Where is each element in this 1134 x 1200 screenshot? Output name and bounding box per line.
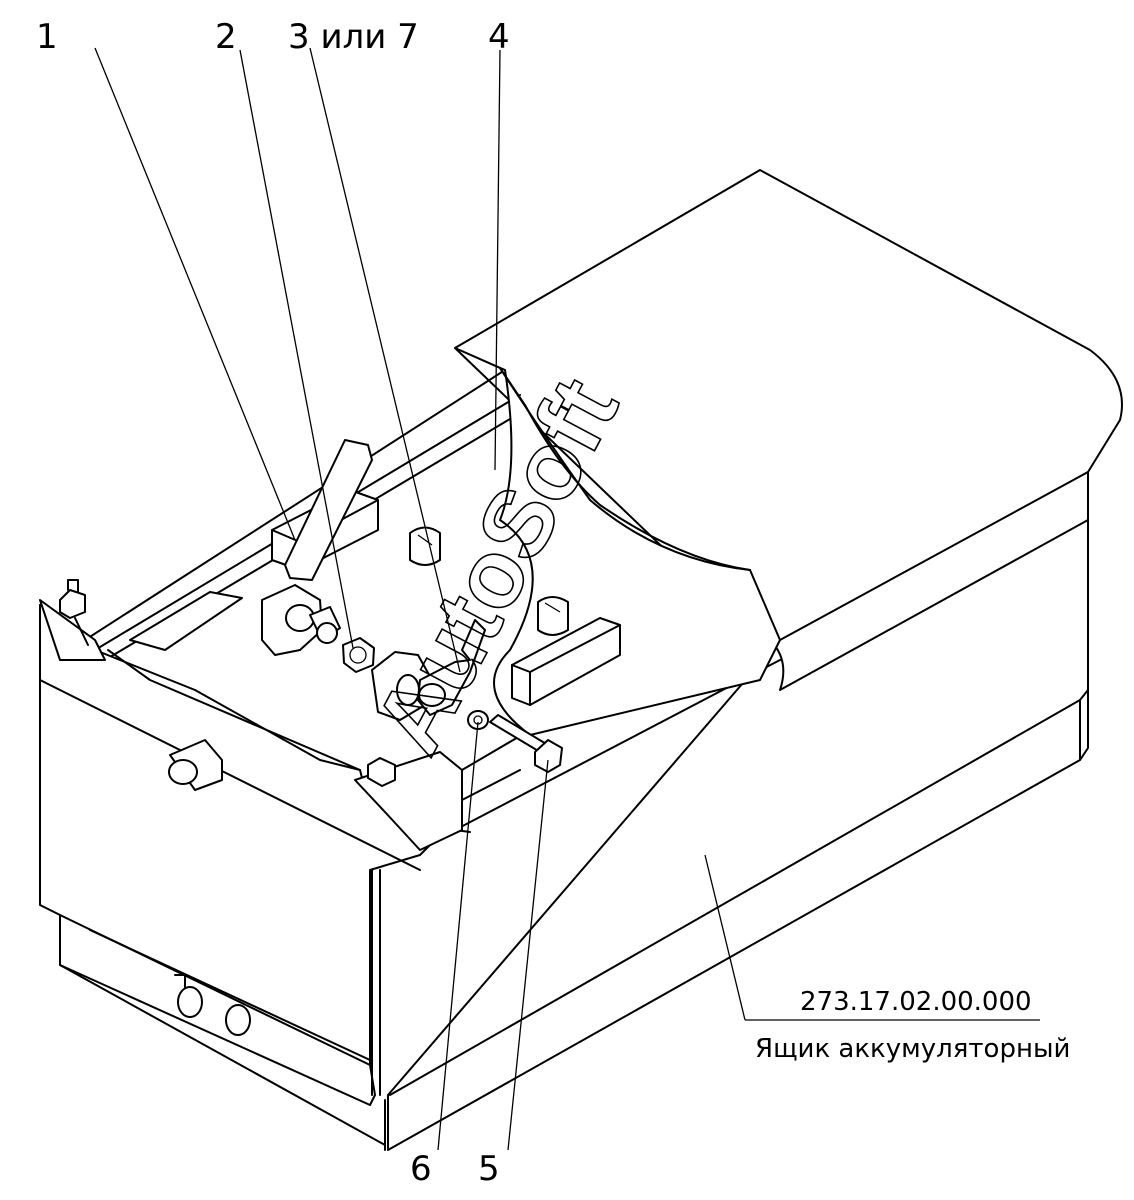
- cap-right: [537, 596, 569, 636]
- callout-2: 2: [215, 17, 237, 57]
- top-cover: [454, 347, 781, 736]
- terminal-clamp-1: [261, 584, 341, 656]
- cable-lead: [284, 439, 373, 581]
- callout-6: 6: [410, 1149, 432, 1189]
- callout-3-or-7: 3 или 7: [288, 17, 419, 57]
- box-body: [387, 169, 1123, 1151]
- bolt-5: [489, 714, 563, 773]
- terminal-clamp-3: [371, 651, 433, 721]
- corner-bolt-left: [59, 579, 89, 646]
- callout-5: 5: [478, 1149, 500, 1189]
- cable-lug-7: [417, 619, 486, 716]
- nut-2: [342, 637, 375, 673]
- part-number: 273.17.02.00.000: [800, 987, 1032, 1017]
- callout-4: 4: [488, 17, 510, 57]
- corner-bolt-right: [367, 757, 396, 787]
- box-front-end: [39, 369, 526, 1151]
- callout-1: 1: [36, 17, 58, 57]
- leader-lines: [94, 47, 1040, 1151]
- cap-left: [409, 526, 441, 566]
- terminal-strip-right: [511, 617, 621, 706]
- inner-shelf: [107, 591, 361, 771]
- part-name: Ящик аккумуляторный: [755, 1034, 1070, 1064]
